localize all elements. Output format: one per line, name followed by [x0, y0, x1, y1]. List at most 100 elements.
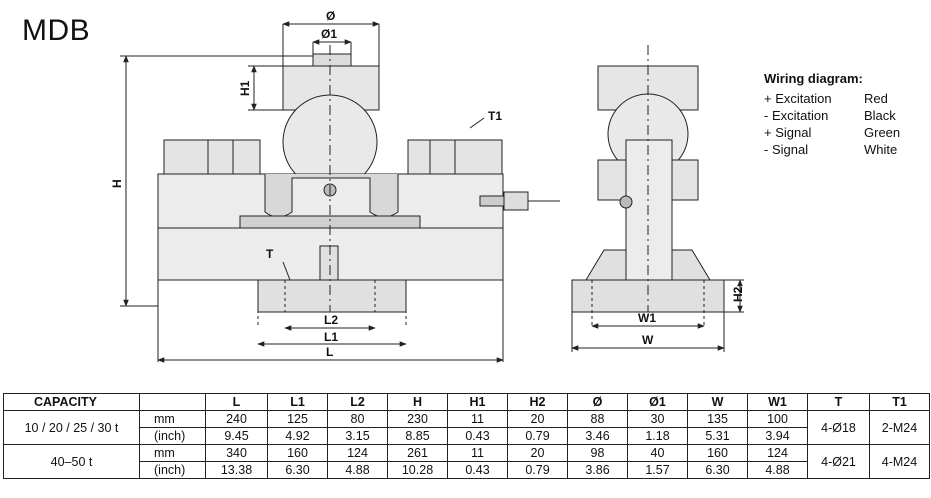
table-cell: 20: [507, 410, 568, 428]
wiring-color: Black: [864, 108, 896, 123]
table-cell: 4.88: [327, 461, 388, 479]
col-header-phi1: Ø1: [627, 393, 688, 411]
table-cell: 5.31: [687, 427, 748, 445]
table-cell: 340: [205, 444, 268, 462]
table-cell: 1.57: [627, 461, 688, 479]
col-header-H2: H2: [507, 393, 568, 411]
table-cell: 11: [447, 410, 508, 428]
wiring-row: + Signal Green: [764, 124, 900, 141]
table-cell: 240: [205, 410, 268, 428]
table-cell: 88: [567, 410, 628, 428]
table-cell: 124: [327, 444, 388, 462]
side-view: [571, 45, 744, 352]
unit-mm: mm: [139, 444, 206, 462]
label-h1: H1: [238, 80, 252, 96]
table-cell: 11: [447, 444, 508, 462]
table-cell: 6.30: [267, 461, 328, 479]
label-l1: L1: [324, 330, 338, 344]
table-cell: 3.86: [567, 461, 628, 479]
table-cell: 10.28: [387, 461, 448, 479]
col-header-W1: W1: [747, 393, 808, 411]
label-l2: L2: [324, 313, 338, 327]
table-cell-T1: 2-M24: [869, 410, 930, 445]
wiring-signal: + Excitation: [764, 91, 832, 106]
table-cell: 30: [627, 410, 688, 428]
table-row: (inch) 9.45 4.92 3.15 8.85 0.43 0.79 3.4…: [4, 427, 930, 445]
table-row: (inch) 13.38 6.30 4.88 10.28 0.43 0.79 3…: [4, 461, 930, 479]
table-cell: 40: [627, 444, 688, 462]
wiring-row: + Excitation Red: [764, 90, 900, 107]
table-cell: 100: [747, 410, 808, 428]
front-view: [120, 21, 560, 363]
table-cell: 4.92: [267, 427, 328, 445]
table-cell: 4.88: [747, 461, 808, 479]
col-header-H1: H1: [447, 393, 508, 411]
capacity-cell: 10 / 20 / 25 / 30 t: [3, 410, 140, 445]
table-cell: 160: [687, 444, 748, 462]
wiring-table: + Excitation Red - Excitation Black + Si…: [764, 90, 900, 158]
table-cell: 80: [327, 410, 388, 428]
unit-inch: (inch): [139, 427, 206, 445]
table-header-row: CAPACITY L L1 L2 H H1 H2 Ø Ø1 W W1 T T1: [3, 393, 930, 411]
wiring-signal: - Excitation: [764, 108, 829, 123]
page-title: MDB: [22, 14, 91, 47]
wiring-signal: - Signal: [764, 142, 809, 157]
table-cell-T1: 4-M24: [869, 444, 930, 479]
unit-mm: mm: [139, 410, 206, 428]
table-cell: 0.79: [507, 461, 568, 479]
col-header-L1: L1: [267, 393, 328, 411]
table-row: 10 / 20 / 25 / 30 t mm 240 125 80 230 11…: [3, 410, 930, 445]
table-cell: 261: [387, 444, 448, 462]
table-cell: 0.79: [507, 427, 568, 445]
table-cell-T: 4-Ø18: [807, 410, 870, 445]
capacity-cell: 40–50 t: [3, 444, 140, 479]
label-l: L: [326, 345, 333, 359]
label-t1: T1: [488, 109, 502, 123]
wiring-color: White: [864, 142, 898, 157]
label-h2: H2: [731, 286, 745, 302]
table-cell: 1.18: [627, 427, 688, 445]
unit-inch: (inch): [139, 461, 206, 479]
col-header-T: T: [807, 393, 870, 411]
table-cell: 3.15: [327, 427, 388, 445]
col-header-H: H: [387, 393, 448, 411]
wiring-color: Red: [864, 91, 888, 106]
table-cell: 125: [267, 410, 328, 428]
wiring-diagram: Wiring diagram: + Excitation Red - Excit…: [764, 70, 900, 158]
table-cell: 3.94: [747, 427, 808, 445]
wiring-row: - Signal White: [764, 141, 900, 158]
specification-table: CAPACITY L L1 L2 H H1 H2 Ø Ø1 W W1 T T1 …: [3, 393, 930, 479]
table-cell: 230: [387, 410, 448, 428]
table-cell: 9.45: [205, 427, 268, 445]
wiring-signal: + Signal: [764, 125, 812, 140]
table-cell: 0.43: [447, 427, 508, 445]
table-cell: 3.46: [567, 427, 628, 445]
table-cell: 20: [507, 444, 568, 462]
table-cell: 135: [687, 410, 748, 428]
table-cell: 13.38: [205, 461, 268, 479]
col-header-T1: T1: [869, 393, 930, 411]
label-phi: Ø: [326, 9, 335, 23]
table-cell: 8.85: [387, 427, 448, 445]
table-cell: 160: [267, 444, 328, 462]
label-h: H: [110, 179, 124, 188]
col-header-L: L: [205, 393, 268, 411]
technical-drawing: Ø Ø1 H1 H T1 T L2 L1 L H2 W1 W: [110, 9, 745, 363]
col-header-W: W: [687, 393, 748, 411]
label-w: W: [642, 333, 654, 347]
capacity-header: CAPACITY: [3, 393, 140, 411]
table-cell: 6.30: [687, 461, 748, 479]
table-cell-T: 4-Ø21: [807, 444, 870, 479]
wiring-title: Wiring diagram:: [764, 71, 863, 86]
table-cell: 98: [567, 444, 628, 462]
table-row: 40–50 t mm 340 160 124 261 11 20 98 40 1…: [3, 444, 930, 479]
label-phi1: Ø1: [321, 27, 337, 41]
col-header-L2: L2: [327, 393, 388, 411]
col-header-phi: Ø: [567, 393, 628, 411]
label-w1: W1: [638, 311, 656, 325]
wiring-row: - Excitation Black: [764, 107, 900, 124]
wiring-color: Green: [864, 125, 901, 140]
table-cell: 124: [747, 444, 808, 462]
unit-header: [139, 393, 206, 411]
label-t: T: [266, 247, 274, 261]
